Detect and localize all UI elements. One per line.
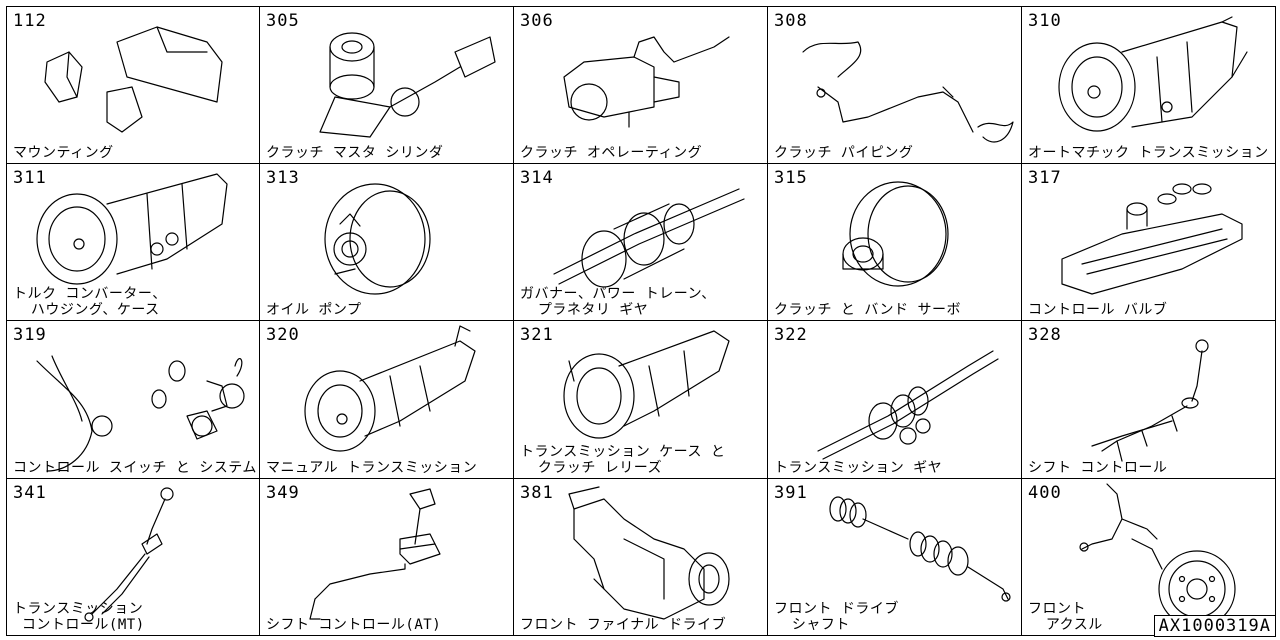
control-valve-icon bbox=[1061, 182, 1243, 295]
part-code: 310 bbox=[1028, 11, 1062, 31]
mounting-icon bbox=[44, 26, 223, 133]
part-label: マニュアル トランスミッション bbox=[266, 459, 478, 476]
part-category-349[interactable]: 349 シフト コントロール(AT) bbox=[260, 478, 514, 636]
part-category-341[interactable]: 341 トランスミッション コントロール(MT) bbox=[6, 478, 260, 636]
part-code: 400 bbox=[1028, 482, 1062, 503]
part-category-320[interactable]: 320 マニュアル トランスミッション bbox=[260, 321, 514, 479]
transmission-gear-icon bbox=[817, 350, 999, 460]
part-category-313[interactable]: 313 オイル ポンプ bbox=[260, 163, 514, 321]
transmission-control-mt-icon bbox=[84, 486, 174, 622]
part-code: 313 bbox=[266, 167, 300, 188]
part-code: 314 bbox=[520, 167, 554, 188]
clutch-master-cylinder-icon bbox=[319, 32, 496, 138]
part-category-321[interactable]: 321 トランスミッション ケース と クラッチ レリーズ bbox=[514, 321, 768, 479]
part-code: 328 bbox=[1028, 325, 1062, 345]
part-code: 112 bbox=[13, 11, 47, 31]
part-category-311[interactable]: 311 トルク コンバーター、 ハウジング、ケース bbox=[6, 163, 260, 321]
part-label: フロント ドライブ シャフト bbox=[774, 601, 899, 633]
part-code: 306 bbox=[520, 11, 554, 31]
part-label: トランスミッション コントロール(MT) bbox=[13, 601, 145, 633]
part-category-308[interactable]: 308 クラッチ パイピング bbox=[768, 6, 1022, 164]
transmission-case-clutch-release-icon bbox=[563, 330, 730, 439]
clutch-piping-icon bbox=[802, 41, 1014, 143]
part-label: シフト コントロール bbox=[1028, 459, 1168, 476]
governor-planetary-gear-icon bbox=[553, 187, 745, 288]
part-label: トルク コンバーター、 ハウジング、ケース bbox=[13, 286, 167, 318]
part-label: ガバナー、パワー トレーン、 プラネタリ ギヤ bbox=[520, 286, 716, 318]
automatic-transmission-icon bbox=[1058, 16, 1248, 132]
part-label: フロント ファイナル ドライブ bbox=[520, 617, 727, 633]
part-code: 315 bbox=[774, 167, 808, 188]
part-category-322[interactable]: 322 トランスミッション ギヤ bbox=[768, 321, 1022, 479]
part-code: 308 bbox=[774, 11, 808, 31]
part-label: トランスミッション ケース と クラッチ レリーズ bbox=[520, 443, 726, 476]
part-label: クラッチ オペレーティング bbox=[520, 144, 703, 161]
part-label: マウンティング bbox=[13, 144, 114, 161]
part-label: クラッチ と バンド サーボ bbox=[774, 302, 961, 318]
parts-index-grid: 112 マウンティング 305 クラッチ マスタ シリンダ 306 クラッチ オペレーティ… bbox=[6, 6, 1276, 636]
control-switch-icon bbox=[36, 355, 245, 472]
part-code: 320 bbox=[266, 325, 300, 345]
part-label: オートマチック トランスミッション bbox=[1028, 144, 1269, 161]
part-code: 381 bbox=[520, 482, 554, 503]
clutch-band-servo-icon bbox=[842, 180, 949, 287]
part-category-381[interactable]: 381 フロント ファイナル ドライブ bbox=[514, 478, 768, 636]
part-label: コントロール バルブ bbox=[1028, 302, 1168, 318]
part-category-400[interactable]: 400 フロント アクスル bbox=[1022, 478, 1276, 636]
torque-converter-housing-icon bbox=[36, 172, 228, 285]
part-code: 341 bbox=[13, 482, 47, 503]
part-label: コントロール スイッチ と システム bbox=[13, 459, 257, 476]
part-code: 391 bbox=[774, 482, 808, 503]
front-drive-shaft-icon bbox=[829, 495, 1011, 602]
oil-pump-icon bbox=[324, 182, 431, 295]
part-category-314[interactable]: 314 ガバナー、パワー トレーン、 プラネタリ ギヤ bbox=[514, 163, 768, 321]
part-label: クラッチ マスタ シリンダ bbox=[266, 144, 444, 161]
part-category-391[interactable]: 391 フロント ドライブ シャフト bbox=[768, 478, 1022, 636]
part-code: 319 bbox=[13, 325, 47, 345]
part-category-315[interactable]: 315 クラッチ と バンド サーボ bbox=[768, 163, 1022, 321]
part-label: トランスミッション ギヤ bbox=[774, 459, 943, 476]
part-label: シフト コントロール(AT) bbox=[266, 617, 442, 633]
part-label: フロント アクスル bbox=[1028, 601, 1103, 633]
part-code: 322 bbox=[774, 325, 808, 345]
manual-transmission-icon bbox=[304, 325, 476, 452]
part-code: 349 bbox=[266, 482, 300, 503]
part-category-328[interactable]: 328 シフト コントロール bbox=[1022, 321, 1276, 479]
part-code: 305 bbox=[266, 11, 300, 31]
part-category-310[interactable]: 310 オートマチック トランスミッション bbox=[1022, 6, 1276, 164]
shift-control-icon bbox=[1091, 339, 1209, 462]
part-code: 321 bbox=[520, 325, 554, 345]
front-final-drive-icon bbox=[568, 485, 730, 620]
part-category-112[interactable]: 112 マウンティング bbox=[6, 6, 260, 164]
part-code: 311 bbox=[13, 167, 47, 188]
shift-control-at-icon bbox=[309, 487, 441, 620]
diagram-reference-code: AX1000319A bbox=[1153, 615, 1276, 637]
clutch-operating-cylinder-icon bbox=[563, 36, 730, 128]
part-label: オイル ポンプ bbox=[266, 302, 362, 318]
part-label: クラッチ パイピング bbox=[774, 144, 914, 161]
part-code: 317 bbox=[1028, 167, 1062, 188]
part-category-305[interactable]: 305 クラッチ マスタ シリンダ bbox=[260, 6, 514, 164]
part-category-317[interactable]: 317 コントロール バルブ bbox=[1022, 163, 1276, 321]
part-category-306[interactable]: 306 クラッチ オペレーティング bbox=[514, 6, 768, 164]
part-category-319[interactable]: 319 コントロール スイッチ と システム bbox=[6, 321, 260, 479]
